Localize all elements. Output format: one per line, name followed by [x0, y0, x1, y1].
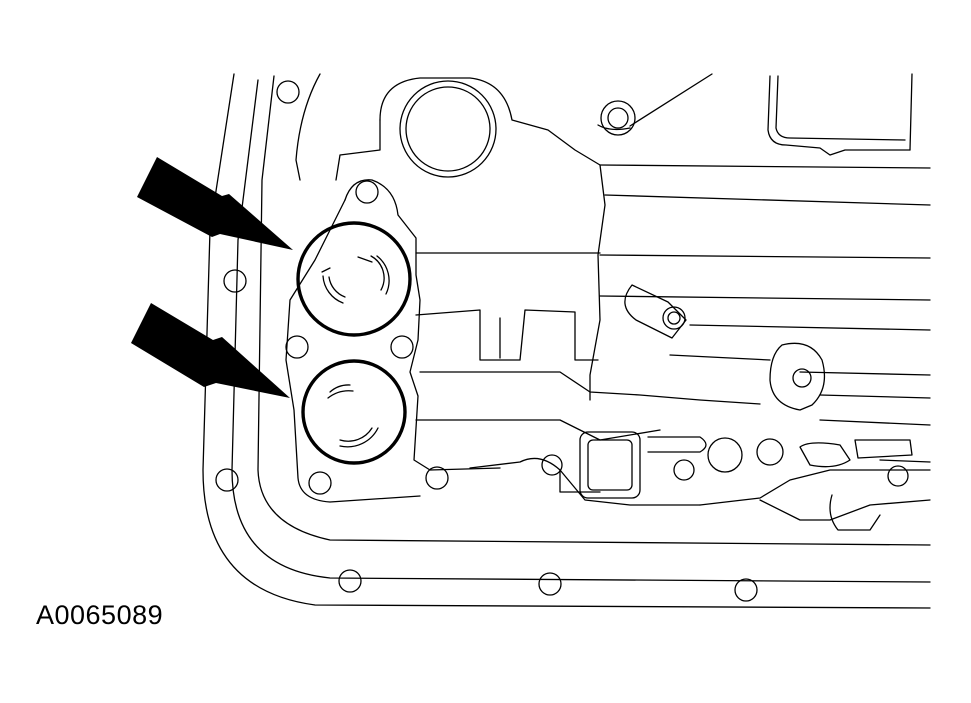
bolt-hole: [673, 459, 695, 481]
bolt-hole: [355, 180, 379, 204]
right-ports: [579, 284, 931, 499]
upper-accumulator-seal: [296, 221, 412, 337]
case-outline: [202, 73, 931, 609]
callout-arrows: [131, 157, 293, 398]
bolt-hole: [734, 578, 758, 602]
bolt-hole: [390, 335, 414, 359]
bolt-hole: [308, 471, 332, 495]
bolt-hole: [541, 454, 563, 476]
case-bolt-holes: [215, 80, 758, 602]
bolt-hole: [285, 335, 309, 359]
arrow-upper-seal: [137, 157, 293, 250]
bolt-hole: [538, 572, 562, 596]
upper-bore-housing: [399, 80, 636, 178]
valve-body-outline: [285, 73, 931, 531]
bolt-hole: [276, 80, 300, 104]
bolt-hole: [215, 468, 239, 492]
lower-accumulator-seal: [301, 359, 407, 465]
bolt-hole: [425, 466, 449, 490]
arrow-lower-seal: [131, 303, 290, 398]
bolt-hole: [223, 269, 247, 293]
valve-body-bolt-holes: [285, 180, 909, 495]
bolt-hole: [887, 465, 909, 487]
figure-id-label: A0065089: [36, 600, 164, 630]
bolt-hole: [338, 569, 362, 593]
